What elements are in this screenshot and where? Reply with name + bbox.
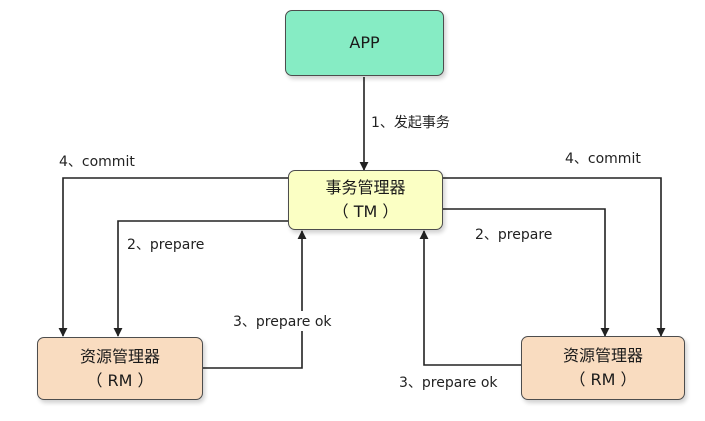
edge-commit-right — [443, 177, 666, 337]
transaction-manager-node: 事务管理器 （ TM ） — [288, 170, 443, 230]
edge-label-commit-right: 4、commit — [563, 148, 643, 168]
resource-manager-right-node: 资源管理器 （ RM ） — [521, 336, 685, 400]
edge-label-prepare-ok-left: 3、prepare ok — [231, 311, 334, 331]
edge-commit-left — [58, 177, 288, 337]
tm-node-title: 事务管理器 — [325, 178, 406, 197]
edge-prepare-ok-right — [419, 230, 521, 366]
edge-label-prepare-left: 2、prepare — [125, 234, 207, 254]
rm-right-node-title: 资源管理器 — [562, 346, 643, 365]
app-node: APP — [285, 10, 444, 76]
edge-prepare-right — [443, 208, 610, 337]
tm-node-subtitle: （ TM ） — [332, 202, 399, 221]
resource-manager-left-node: 资源管理器 （ RM ） — [37, 337, 203, 400]
edge-prepare-left — [113, 220, 288, 337]
edge-label-start: 1、发起事务 — [369, 112, 452, 132]
edge-prepare-ok-left — [203, 230, 307, 369]
rm-left-node-title: 资源管理器 — [79, 346, 160, 366]
app-node-label: APP — [349, 33, 380, 52]
rm-left-node-subtitle: （ RM ） — [86, 370, 154, 390]
edge-label-prepare-ok-right: 3、prepare ok — [397, 372, 500, 392]
edge-label-prepare-right: 2、prepare — [473, 224, 555, 244]
rm-right-node-subtitle: （ RM ） — [569, 370, 637, 389]
edge-label-commit-left: 4、commit — [57, 151, 137, 171]
